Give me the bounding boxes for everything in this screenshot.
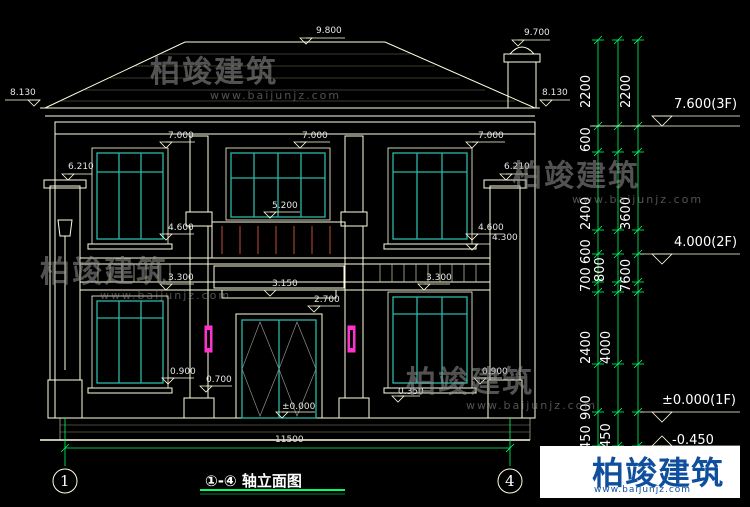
level-3f: 7.600(3F) [674,97,738,112]
watermark-left: 柏竣建筑 www.baijunjz.com [40,255,232,302]
entrance-door [204,313,356,419]
dimension-chains [592,35,644,452]
piers [43,179,527,419]
level-grade: -0.450 [672,433,714,448]
dim-inner-4: 700 [579,267,594,292]
elev-sill-left: 0.900 [170,367,196,377]
elev-window-top-left: 7.000 [168,131,194,141]
dim-outer-4: 450 [599,423,614,448]
elev-sill-right: 0.900 [482,367,508,377]
elev-chimney: 9.700 [524,28,550,38]
watermark-url: www.baijunjz.com [466,399,598,412]
watermark-text: 柏竣建筑 [406,365,534,400]
dim-inner-1: 600 [579,127,594,152]
watermark-url: www.baijunjz.com [210,89,342,102]
elev-ground: ±0.000 [282,402,316,412]
watermark-top: 柏竣建筑 www.baijunjz.com [150,55,342,102]
elev-eave-right: 8.130 [542,88,568,98]
elev-pier-right: 6.210 [504,162,530,172]
elev-ridge: 9.800 [316,26,342,36]
dim-outer-2: 7600 [619,258,634,292]
elev-window-top-right: 7.000 [478,131,504,141]
cornice [54,121,536,135]
elev-canopy: 3.150 [272,279,298,289]
elev-band-right-low: 4.300 [492,233,518,243]
dim-inner-3: 600 [579,239,594,264]
axis-bubbles [52,468,523,494]
chimney [503,46,541,109]
elev-balcony: 5.200 [272,201,298,211]
watermark-bottom: 柏竣建筑 www.baijunjz.com [406,365,598,412]
dim-inner-0: 2200 [579,74,594,108]
watermark-right: 柏竣建筑 www.baijunjz.com [512,159,704,206]
balcony [211,221,346,259]
dim-inner-5: 800 [593,257,608,282]
axis-right-label: 4 [505,472,515,490]
elev-band-right: 4.600 [478,223,504,233]
brand-badge: 柏竣建筑 www.baijunjz.com [540,446,740,498]
elev-step-left: 0.700 [206,375,232,385]
roof [40,41,540,117]
axis-left-label: 1 [60,472,70,490]
elev-band-left: 4.600 [168,223,194,233]
watermark-url: www.baijunjz.com [572,193,704,206]
elev-pier-left: 6.210 [68,162,94,172]
elev-eave-left: 8.130 [10,88,36,98]
dim-inner-6: 2400 [579,330,594,364]
columns [183,135,370,419]
width-dimension [60,418,515,466]
elevation-markers [5,37,570,419]
windows-2f [91,147,473,245]
elev-window-top-mid: 7.000 [302,131,328,141]
elev-door-top: 2.700 [314,295,340,305]
elev-1f-window-right: 3.300 [426,273,452,283]
watermark-text: 柏竣建筑 [150,55,278,90]
dim-outer-0: 2200 [619,74,634,108]
dim-outer-3: 4000 [599,330,614,364]
level-1f: ±0.000(1F) [662,393,737,408]
brand-url: www.baijunjz.com [594,485,692,495]
brand-name: 柏竣建筑 [592,454,725,492]
elev-1f-window-left: 3.300 [168,273,194,283]
watermark-text: 柏竣建筑 [40,255,168,290]
watermark-text: 柏竣建筑 [512,159,640,194]
drawing-title: ①-④ 轴立面图 [205,472,302,490]
level-2f: 4.000(2F) [674,235,738,250]
total-width: 11500 [275,435,304,445]
elev-step-right: 0.350 [398,387,424,397]
watermark-url: www.baijunjz.com [100,289,232,302]
